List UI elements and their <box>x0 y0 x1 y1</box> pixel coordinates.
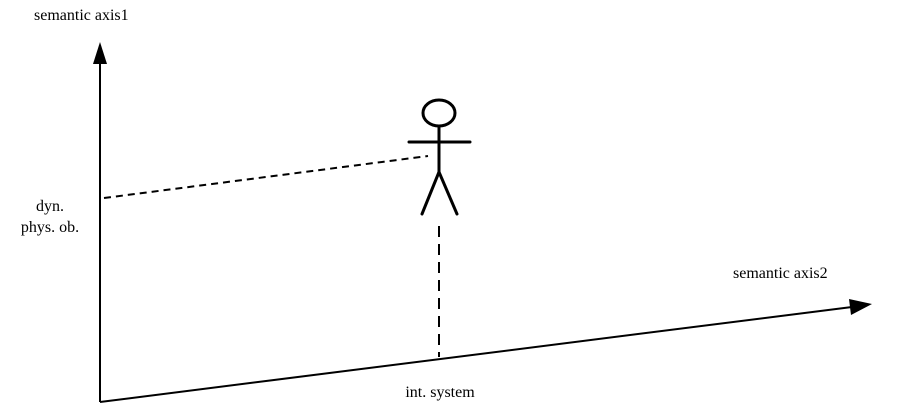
arrowhead-right-icon <box>849 299 872 315</box>
semantic-axis1-label: semantic axis1 <box>34 7 129 24</box>
stick-figure-icon <box>407 98 472 216</box>
projection-line-axis1 <box>103 155 429 199</box>
dyn-phys-ob-label-line1: dyn. <box>36 198 64 215</box>
semantic-axis2-label: semantic axis2 <box>733 265 828 282</box>
arrowhead-up-icon <box>93 42 107 64</box>
int-system-label: int. system <box>405 384 475 401</box>
dyn-phys-ob-label-line2: phys. ob. <box>20 219 80 236</box>
semantic-axis2-line <box>99 306 853 403</box>
